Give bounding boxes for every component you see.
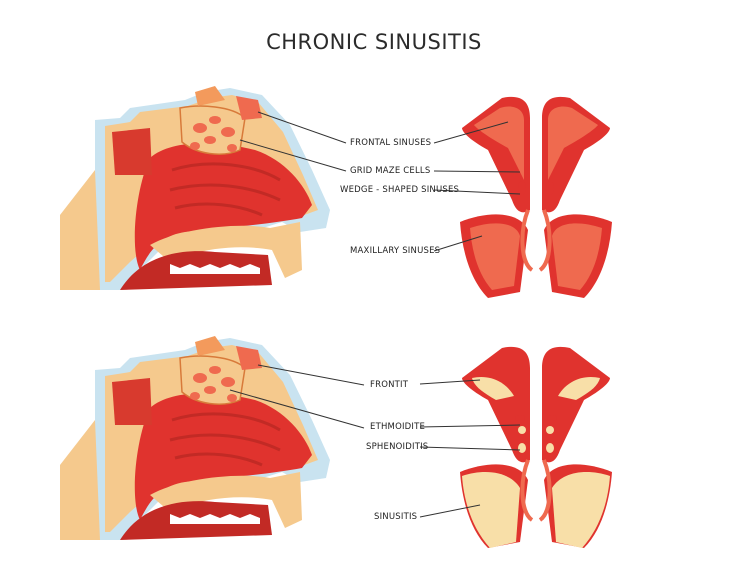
top-sinus-front-view — [458, 94, 614, 300]
label-maxillary-sinuses: MAXILLARY SINUSES — [350, 246, 441, 256]
label-wedge-shaped-sinuses: WEDGE - SHAPED SINUSES — [340, 185, 460, 195]
top-head-illustration — [58, 84, 332, 292]
label-grid-maze-cells: GRID MAZE CELLS — [350, 166, 431, 176]
label-ethmoidite: ETHMOIDITE — [370, 422, 426, 432]
page-title: CHRONIC SINUSITIS — [266, 30, 482, 54]
bottom-head-illustration — [58, 334, 332, 542]
label-sphenoiditis: SPHENOIDITIS — [366, 442, 429, 452]
bottom-leader-lines — [229, 364, 521, 518]
label-frontal-sinuses: FRONTAL SINUSES — [350, 138, 432, 148]
label-sinusitis: SINUSITIS — [374, 512, 418, 522]
label-frontit: FRONTIT — [370, 380, 409, 390]
top-leader-lines — [239, 111, 521, 252]
bottom-sinus-front-view — [458, 344, 614, 550]
